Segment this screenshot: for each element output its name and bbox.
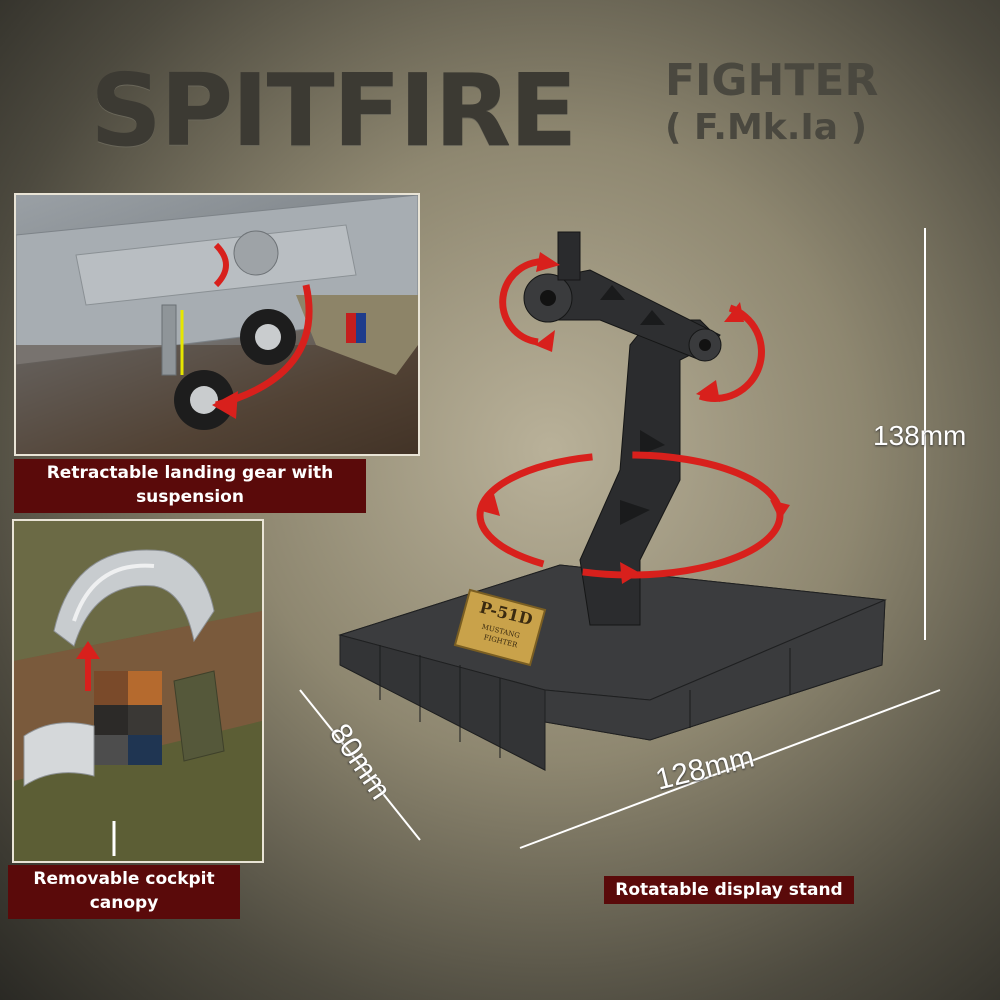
dimension-lines xyxy=(299,228,941,849)
product-title: SPITFIRE xyxy=(90,52,578,169)
depth-dimension-line xyxy=(299,689,421,841)
height-dimension-label: 138mm xyxy=(873,420,967,451)
landing-gear-illustration xyxy=(16,195,418,454)
product-variant: ( F.Mk.Ia ) xyxy=(665,107,868,148)
width-dimension-line xyxy=(519,689,941,849)
landing-gear-inset xyxy=(14,193,420,456)
canopy-caption: Removable cockpit canopy xyxy=(8,865,240,919)
middle-joint-rotation-arrow xyxy=(698,304,765,402)
landing-gear-caption: Retractable landing gear with suspension xyxy=(14,459,366,513)
canopy-illustration xyxy=(14,521,262,861)
product-subtitle: FIGHTER xyxy=(665,55,879,106)
canopy-inset xyxy=(12,519,264,863)
stand-plaque: P-51D MUSTANG FIGHTER xyxy=(453,588,547,667)
stand-caption: Rotatable display stand xyxy=(604,876,854,904)
stand-arm xyxy=(523,231,722,626)
top-joint-rotation-arrow xyxy=(499,258,549,346)
rotation-arrowheads xyxy=(478,252,790,584)
